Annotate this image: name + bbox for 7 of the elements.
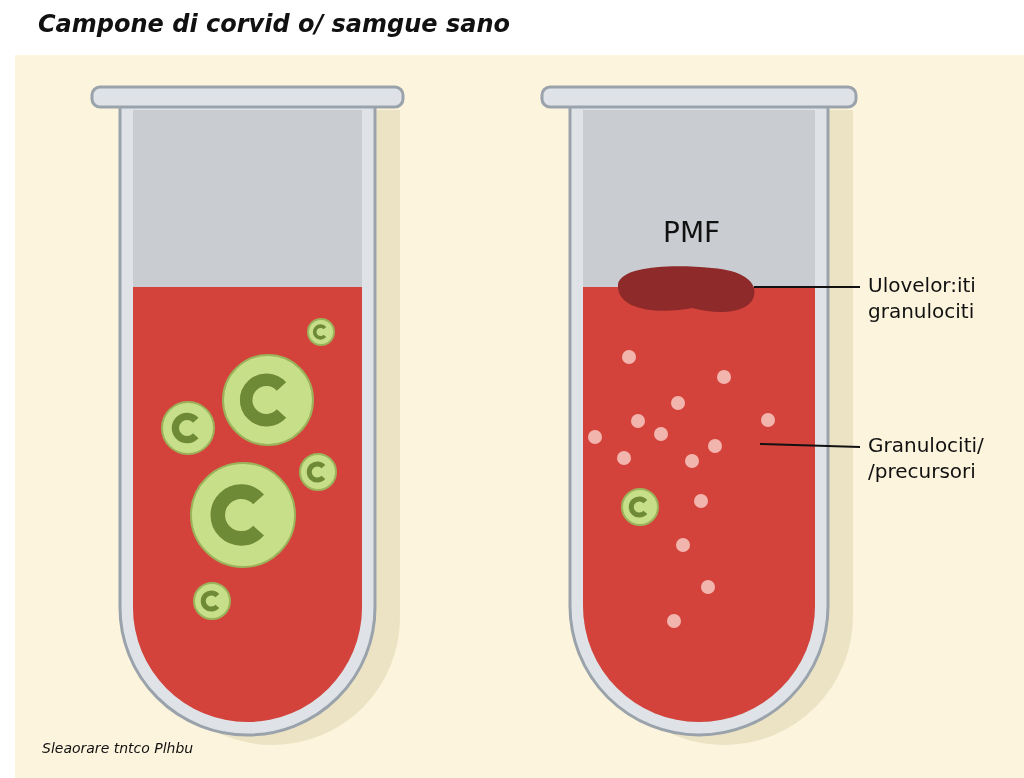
callout-label: Granulociti/ /precursori [868, 432, 985, 484]
callout-label: Ulovelor:iti granulociti [868, 272, 977, 324]
leader-line [753, 286, 861, 288]
footnote-text: Sleaorare tntco Plhbu [42, 740, 194, 756]
diagram-title: Campone di corvid o/ samgue sano [38, 10, 510, 38]
tube-label: PMF [663, 216, 721, 249]
leader-line [759, 443, 861, 448]
